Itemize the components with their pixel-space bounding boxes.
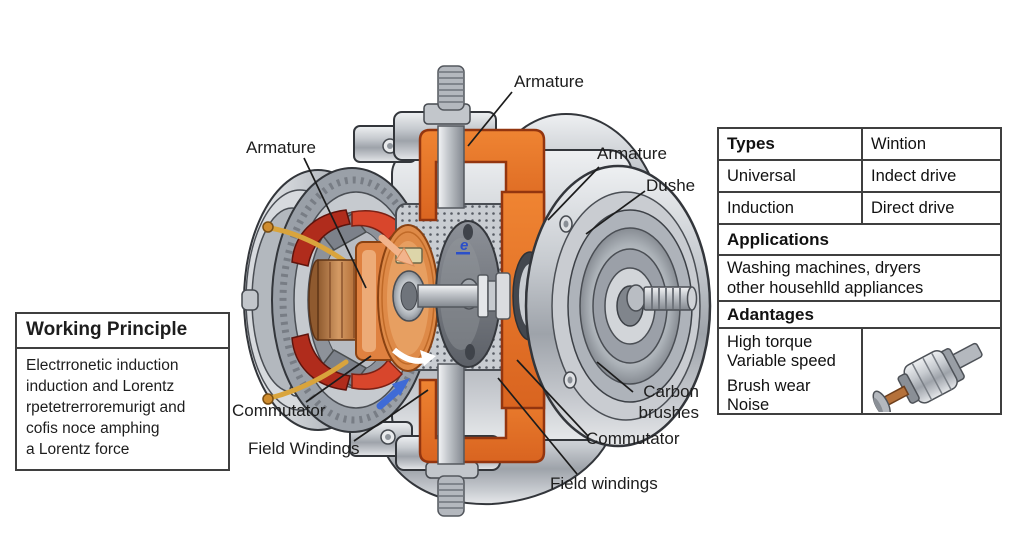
type-value-cell: Indect drive [861, 161, 1000, 191]
working-principle-line: a Lorentz force [26, 441, 130, 458]
flow-arrows: e [376, 234, 470, 410]
types-header-cell: Types [727, 134, 775, 153]
applications-header-cell: Applications [727, 229, 830, 249]
table-row-types: Types Wintion [719, 129, 1000, 159]
leader-armature-top [467, 91, 513, 147]
advantage-item: Variable speed [727, 352, 836, 370]
label-commutator-right: Commutator [586, 429, 680, 448]
fan-disc-orange [377, 224, 439, 372]
right-end-bell [524, 164, 712, 448]
working-principle-line: induction and Lorentz [26, 378, 175, 395]
type-name-cell: Universal [727, 166, 796, 185]
label-commutator-left: Commutator [232, 401, 326, 420]
leader-armature-left [303, 157, 367, 289]
motor-info-table: Types Wintion Universal Indect drive Ind… [717, 127, 1002, 415]
leader-commutator-left [305, 355, 372, 403]
table-row-applications: Washing machines, dryers other househlld… [719, 254, 1000, 300]
label-armature-right: Armature [597, 144, 667, 163]
advantages-list-cell: High torque Variable speed Brush wear No… [719, 329, 861, 414]
type-name-cell: Induction [727, 198, 794, 217]
leader-dushe [585, 190, 646, 235]
table-row-advantages: High torque Variable speed Brush wear No… [719, 327, 1000, 414]
working-principle-line: Electrronetic induction [26, 357, 179, 374]
label-carbon-brushes: Carbon brushes [615, 381, 699, 423]
working-principle-title: Working Principle [17, 314, 228, 349]
working-principle-text: Electrronetic induction induction and Lo… [17, 349, 228, 469]
table-row: Induction Direct drive [719, 191, 1000, 223]
leader-field-windings-left [353, 389, 429, 442]
leader-commutator-right [516, 359, 589, 437]
applications-line: other househlld appliances [727, 279, 924, 297]
applications-text-cell: Washing machines, dryers other househlld… [719, 256, 1000, 300]
applications-line: Washing machines, dryers [727, 259, 921, 277]
leader-field-windings-bottom [497, 377, 578, 475]
leader-lines [303, 91, 646, 475]
top-stud-threads [438, 71, 464, 103]
table-row-applications-header: Applications [719, 223, 1000, 254]
advantages-header-cell: Adantages [727, 304, 814, 324]
advantage-item: Noise [727, 396, 770, 414]
output-shaft-ribs [651, 288, 681, 309]
current-arrow-blue [376, 388, 400, 410]
lead-wires-yellow [262, 221, 349, 405]
working-principle-line: cofis noce amphing [26, 420, 160, 437]
label-dushe: Dushe [646, 176, 696, 195]
types-value-cell: Wintion [861, 129, 1000, 159]
working-principle-line: rpetetrerroremurigt and [26, 399, 186, 416]
label-armature-left: Armature [246, 138, 316, 157]
label-armature-top: Armature [514, 72, 584, 91]
leader-armature-right [547, 166, 600, 221]
e-symbol: e [460, 237, 468, 254]
advantage-item: High torque [727, 333, 813, 351]
advantage-item: Brush wear [727, 377, 811, 395]
label-carbon-brushes-line2: brushes [638, 403, 699, 422]
working-principle-box: Working Principle Electrronetic inductio… [15, 312, 230, 471]
label-field-windings-left: Field Windings [248, 439, 360, 458]
small-motor-icon [872, 342, 983, 412]
table-row: Universal Indect drive [719, 159, 1000, 191]
type-value-cell: Direct drive [861, 193, 1000, 223]
label-field-windings-bottom: Field windings [550, 474, 658, 493]
bottom-stud-threads [438, 483, 464, 509]
leader-carbon-brushes [596, 361, 634, 393]
current-arrow-peach [378, 234, 404, 258]
motor-thumbnail-cell [861, 329, 1000, 413]
label-carbon-brushes-line1: Carbon [643, 382, 699, 401]
center-through-shaft [437, 125, 465, 465]
table-row-advantages-header: Adantages [719, 300, 1000, 327]
